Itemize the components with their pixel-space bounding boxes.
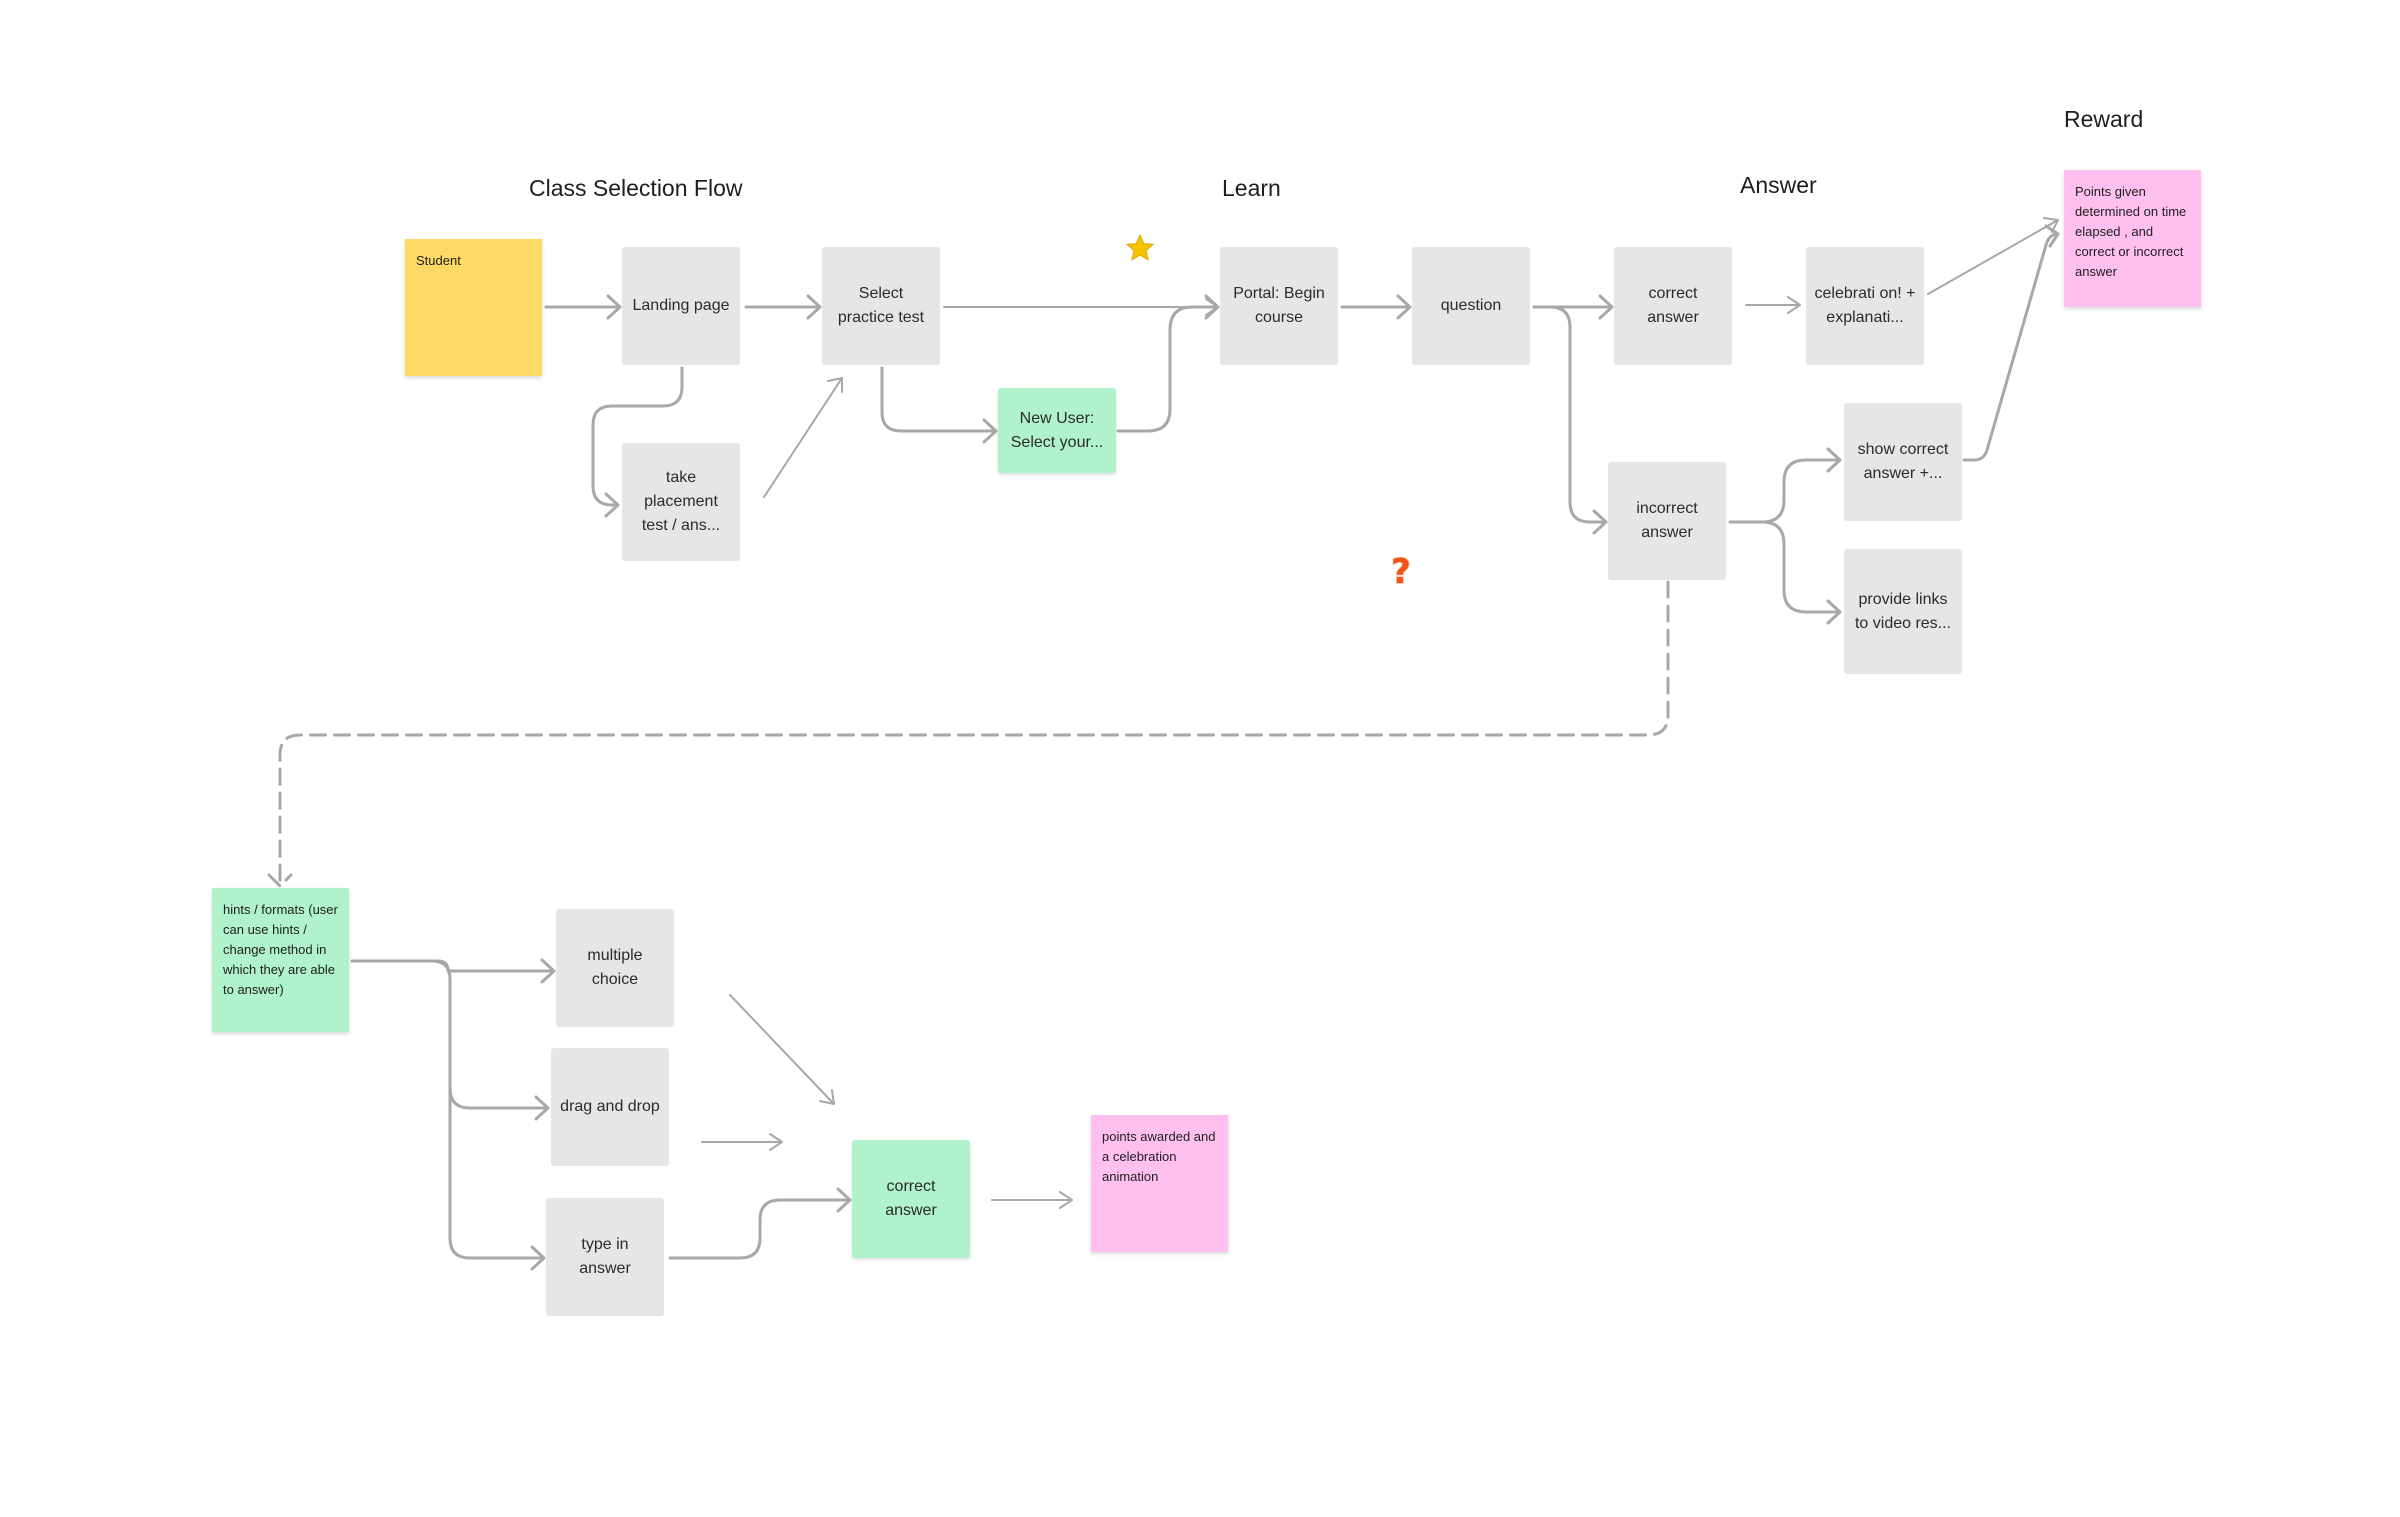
connector-student-landing bbox=[544, 294, 622, 320]
node-select-practice-test[interactable]: Select practice test bbox=[822, 247, 940, 365]
connector-newuser-portal bbox=[1116, 294, 1220, 433]
node-correct-answer-2[interactable]: correct answer bbox=[852, 1140, 970, 1258]
connector-type-correct bbox=[668, 1187, 852, 1260]
node-drag-and-drop[interactable]: drag and drop bbox=[551, 1048, 669, 1166]
heading-reward: Reward bbox=[2064, 106, 2144, 132]
node-landing-page[interactable]: Landing page bbox=[622, 247, 740, 365]
sticky-note-student[interactable]: Student bbox=[405, 239, 542, 376]
connector-celebration-reward bbox=[1927, 217, 2059, 295]
connector-portal-question bbox=[1340, 294, 1412, 320]
node-provide-video-links[interactable]: provide links to video res... bbox=[1844, 549, 1962, 674]
sticky-note-hints[interactable]: hints / formats (user can use hints / ch… bbox=[212, 888, 349, 1032]
connector-incorrect-hints bbox=[267, 580, 1670, 888]
node-portal-begin-course[interactable]: Portal: Begin course bbox=[1220, 247, 1338, 365]
connector-drag-correct bbox=[701, 1133, 783, 1151]
node-label: take placement test / ans... bbox=[641, 469, 721, 534]
connector-placement-select bbox=[763, 377, 843, 498]
sticky-note-text: hints / formats (user can use hints / ch… bbox=[223, 902, 338, 997]
node-take-placement-test[interactable]: take placement test / ans... bbox=[622, 443, 740, 561]
connector-correct-points bbox=[991, 1191, 1073, 1209]
node-label: Landing page bbox=[632, 297, 730, 314]
node-label: incorrect answer bbox=[1636, 500, 1698, 541]
node-label: show correct answer +... bbox=[1857, 441, 1949, 482]
heading-answer: Answer bbox=[1740, 172, 1817, 198]
node-label: drag and drop bbox=[560, 1098, 660, 1115]
sticky-note-text: Points given determined on time elapsed … bbox=[2075, 184, 2187, 279]
heading-learn: Learn bbox=[1222, 175, 1281, 201]
svg-text:?: ? bbox=[1391, 552, 1411, 590]
node-question[interactable]: question bbox=[1412, 247, 1530, 365]
node-label: correct answer bbox=[1647, 285, 1699, 326]
connector-hints-options bbox=[350, 958, 556, 1271]
node-label: Portal: Begin course bbox=[1233, 285, 1325, 326]
connector-landing-select bbox=[744, 294, 822, 320]
node-label: multiple choice bbox=[587, 947, 643, 988]
node-type-in-answer[interactable]: type in answer bbox=[546, 1198, 664, 1316]
star-icon[interactable] bbox=[1125, 233, 1155, 263]
node-show-correct-answer[interactable]: show correct answer +... bbox=[1844, 403, 1962, 521]
node-label: celebrati on! + explanati... bbox=[1814, 285, 1916, 326]
connector-question-correct bbox=[1532, 294, 1614, 320]
node-multiple-choice[interactable]: multiple choice bbox=[556, 909, 674, 1027]
node-label: question bbox=[1440, 297, 1502, 314]
node-label: correct answer bbox=[885, 1178, 937, 1219]
connector-mc-correct bbox=[729, 994, 835, 1105]
connector-show-reward bbox=[1962, 224, 2060, 462]
sticky-note-reward-points[interactable]: Points given determined on time elapsed … bbox=[2064, 170, 2201, 307]
node-label: New User: Select your... bbox=[1010, 409, 1104, 451]
question-mark-icon[interactable]: ? bbox=[1386, 552, 1416, 590]
node-label: Select practice test bbox=[837, 285, 925, 326]
node-new-user[interactable]: New User: Select your... bbox=[998, 388, 1116, 473]
node-incorrect-answer[interactable]: incorrect answer bbox=[1608, 462, 1726, 580]
sticky-note-text: points awarded and a celebration animati… bbox=[1102, 1129, 1216, 1184]
node-correct-answer[interactable]: correct answer bbox=[1614, 247, 1732, 365]
sticky-note-text: Student bbox=[416, 253, 461, 268]
connector-incorrect-show bbox=[1728, 447, 1842, 524]
connector-select-portal bbox=[943, 298, 1219, 316]
node-label: type in answer bbox=[579, 1236, 631, 1277]
sticky-note-points-awarded[interactable]: points awarded and a celebration animati… bbox=[1091, 1115, 1228, 1252]
node-celebration[interactable]: celebrati on! + explanati... bbox=[1806, 247, 1924, 365]
connector-select-newuser bbox=[880, 366, 998, 444]
connector-correct-celebration bbox=[1745, 296, 1801, 314]
heading-class-selection-flow: Class Selection Flow bbox=[529, 175, 743, 201]
connector-question-incorrect bbox=[1532, 305, 1608, 535]
connector-incorrect-video bbox=[1760, 520, 1842, 625]
node-label: provide links to video res... bbox=[1854, 590, 1952, 632]
